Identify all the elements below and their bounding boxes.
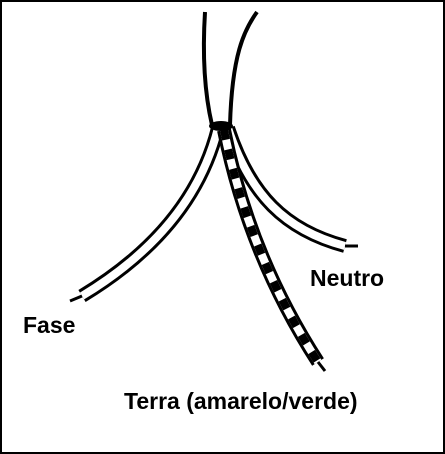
- neutro-label: Neutro: [310, 265, 385, 291]
- terra-wire: [217, 128, 327, 372]
- neutro-wire: [221, 125, 358, 253]
- cable-end: [209, 121, 233, 131]
- terra-label: Terra (amarelo/verde): [124, 388, 358, 414]
- main-cable: [201, 10, 259, 126]
- fase-label: Fase: [23, 312, 76, 338]
- fase-wire: [69, 126, 225, 303]
